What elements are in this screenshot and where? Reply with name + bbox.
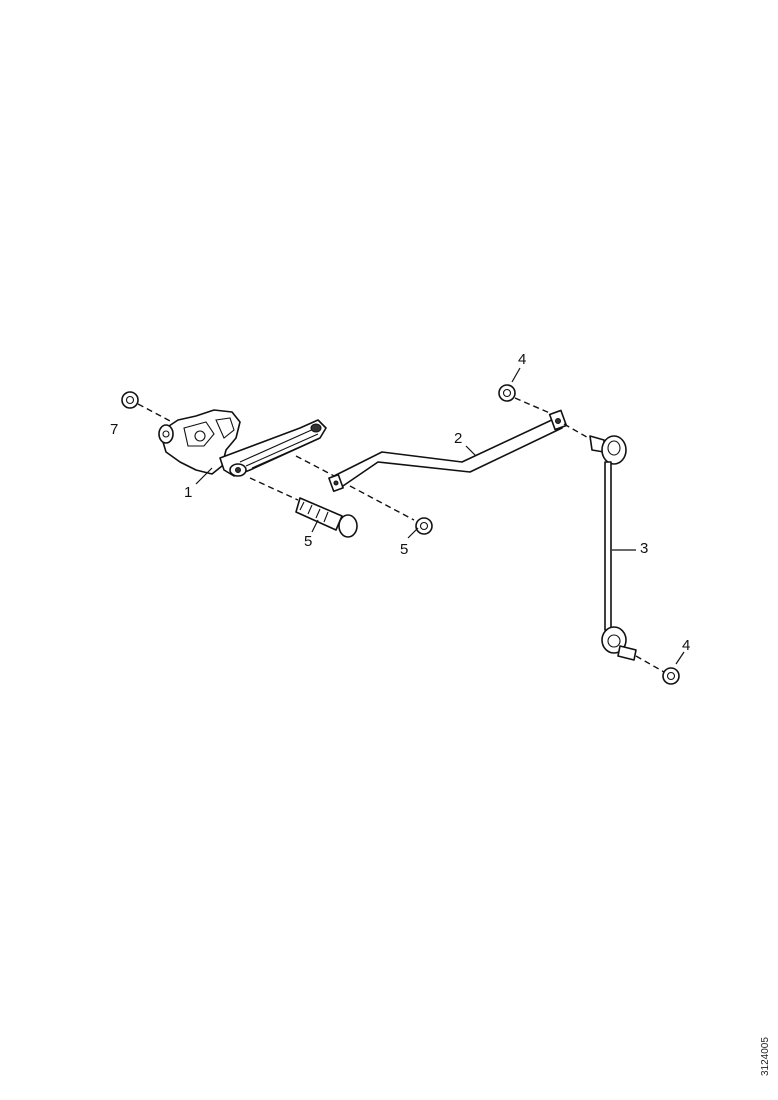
callout-4-top: 4 <box>518 351 526 368</box>
callout-1: 1 <box>184 484 192 501</box>
nut-4-top <box>498 367 553 415</box>
reference-code: 3124005 <box>760 1037 771 1076</box>
nut-7 <box>121 391 173 423</box>
vertical-link-3 <box>563 423 665 673</box>
callout-5-bolt: 5 <box>304 533 312 550</box>
level-sensor-assembly-1 <box>158 409 327 485</box>
callout-4-bottom: 4 <box>682 637 690 654</box>
link-rod-2 <box>328 409 568 493</box>
bolt-5 <box>249 477 358 538</box>
nut-4-bottom <box>662 651 685 685</box>
nut-5 <box>407 517 433 539</box>
callout-2: 2 <box>454 430 462 447</box>
callout-3: 3 <box>640 540 648 557</box>
callout-7: 7 <box>110 421 118 438</box>
callout-5-nut: 5 <box>400 541 408 558</box>
